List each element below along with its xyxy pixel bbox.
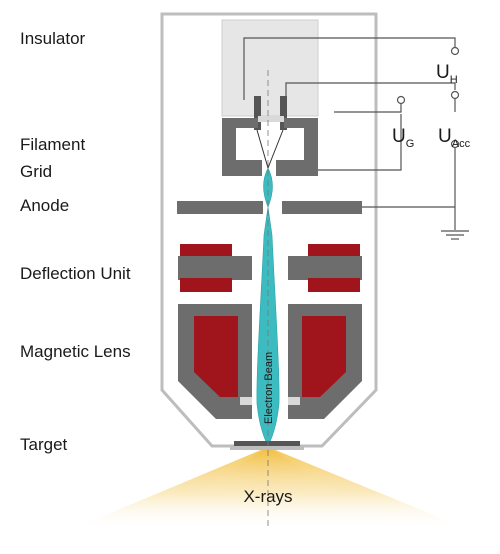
deflection-pole-right	[288, 256, 362, 280]
filament-left	[254, 96, 261, 130]
heater-voltage-label: UH	[436, 62, 458, 86]
target-base	[230, 446, 304, 450]
anode-right	[282, 201, 362, 214]
anode-label: Anode	[20, 196, 69, 215]
electron-beam-label: Electron Beam	[263, 352, 275, 424]
deflection-coil-left-top	[180, 244, 232, 258]
magnetic-lens-left-gap	[240, 397, 252, 405]
insulator-label: Insulator	[20, 29, 86, 48]
target-label: Target	[20, 435, 68, 454]
wiring	[243, 37, 469, 240]
insulator-block	[221, 19, 319, 117]
grid-right	[276, 118, 318, 176]
magnetic-lens-right-gap	[288, 397, 300, 405]
deflection-coil-left-bottom	[180, 278, 232, 292]
deflection-pole-left	[178, 256, 252, 280]
filament-right	[280, 96, 287, 130]
filament-wire	[256, 129, 284, 169]
filament-label: Filament	[20, 135, 85, 154]
magnetic-lens-label: Magnetic Lens	[20, 342, 131, 361]
deflection-unit-label: Deflection Unit	[20, 264, 131, 283]
target-plate	[234, 441, 300, 447]
acceleration-voltage-label: UAcc	[438, 126, 471, 150]
grid-insulator-gap	[258, 116, 284, 122]
grid-voltage-label: UG	[392, 126, 414, 150]
terminals	[396, 46, 460, 149]
xrays-label: X-rays	[243, 487, 292, 506]
deflection-coil-right-top	[308, 244, 360, 258]
anode-left	[177, 201, 263, 214]
xray-emission-core	[136, 447, 400, 530]
grid-label: Grid	[20, 162, 52, 181]
deflection-coil-right-bottom	[308, 278, 360, 292]
magnetic-lens-right-coil	[302, 316, 346, 397]
grid-left	[222, 118, 262, 176]
magnetic-lens-left-coil	[194, 316, 238, 397]
